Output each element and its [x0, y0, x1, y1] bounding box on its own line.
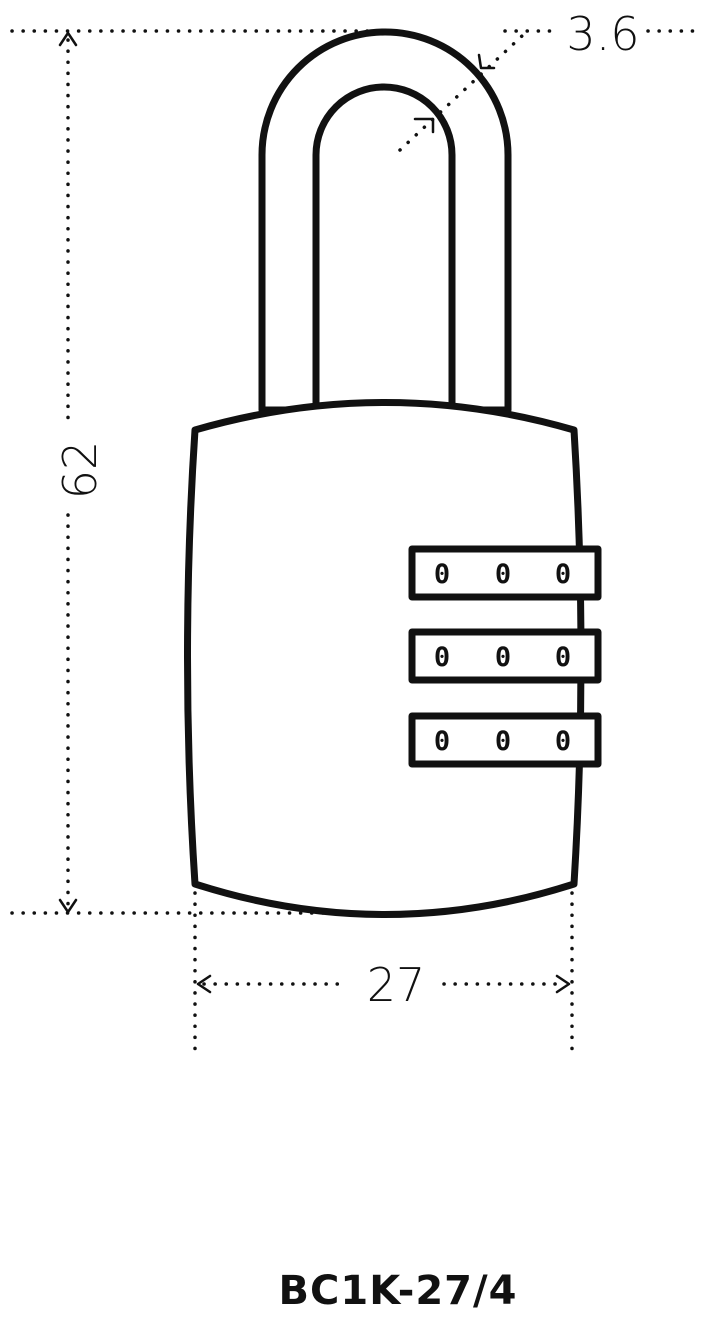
dial-digit: 0: [495, 726, 511, 757]
shackle-diameter-value: 3.6: [566, 7, 639, 61]
dial-digit: 0: [555, 559, 571, 590]
combination-dials: 0 0 0 0 0 0 0 0 0: [408, 545, 602, 768]
dial-digit: 0: [495, 559, 511, 590]
dial-wheel: [408, 628, 602, 684]
width-value: 27: [367, 958, 426, 1012]
dial-wheel: [408, 545, 602, 601]
height-dimension: 62: [10, 29, 374, 915]
model-label: BC1K-27/4: [278, 1268, 518, 1314]
height-value: 62: [53, 441, 107, 500]
dial-wheel: [408, 712, 602, 768]
shackle-diameter-dimension: 3.6: [398, 7, 702, 152]
dial-digit: 0: [434, 559, 450, 590]
dial-digit: 0: [495, 642, 511, 673]
shackle: [258, 28, 512, 414]
dial-digit: 0: [555, 642, 571, 673]
lock-body: [184, 399, 585, 918]
width-dimension: 27: [193, 891, 574, 1058]
dial-digit: 0: [434, 642, 450, 673]
dial-digit: 0: [555, 726, 571, 757]
dial-digit: 0: [434, 726, 450, 757]
